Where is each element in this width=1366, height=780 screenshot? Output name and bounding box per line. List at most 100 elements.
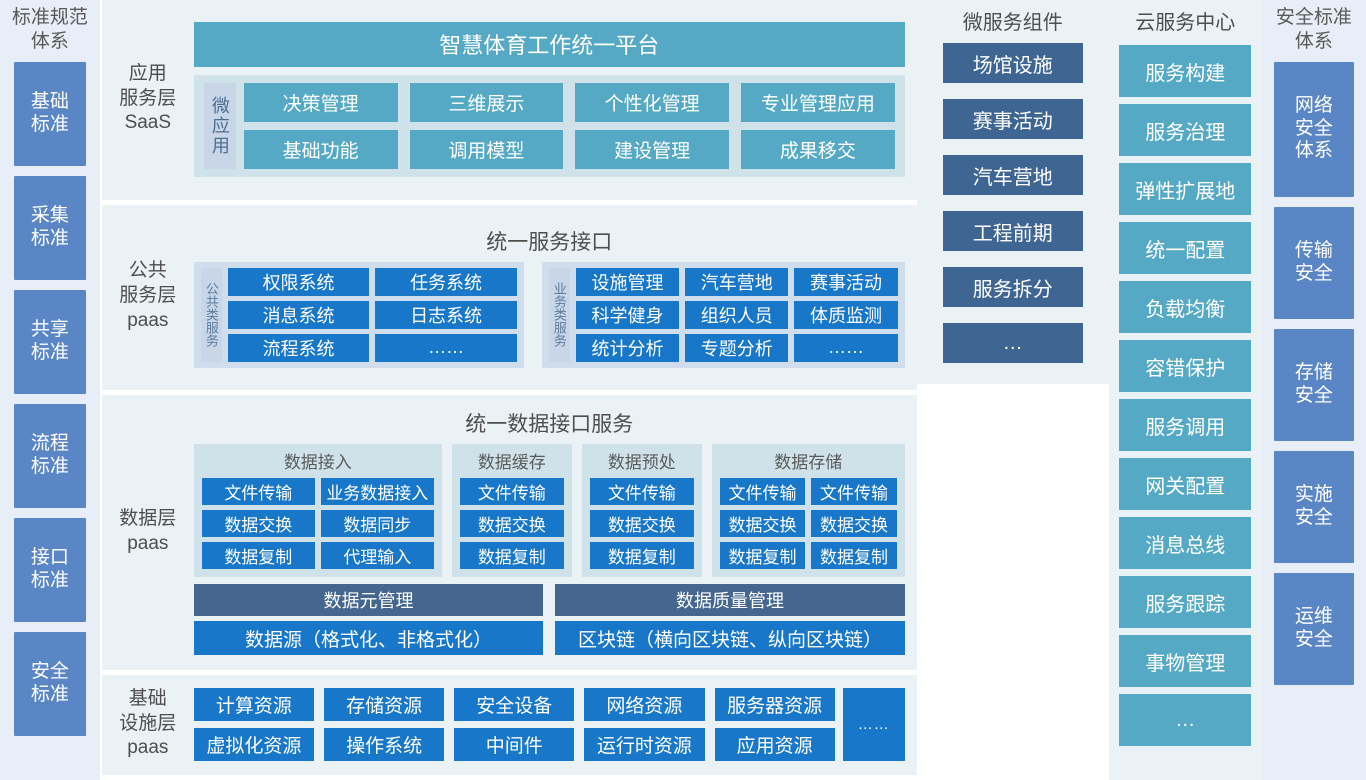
data-preprocess-title: 数据预处 [607,453,676,472]
data-storage-data-exchange-2[interactable]: 数据交换 [811,510,897,537]
cloud-service-center-column: 云服务中心 服务构建 服务治理 弹性扩展地 统一配置 负载均衡 容错保护 服务调… [1108,0,1262,780]
label-line1: 安全 [30,660,69,682]
data-storage-file-transfer-2[interactable]: 文件传输 [811,478,897,505]
cloud-elastic-scaling[interactable]: 弹性扩展地 [1119,163,1252,215]
standard-item-collection[interactable]: 采集标准 [13,175,86,280]
cloud-service-governance[interactable]: 服务治理 [1119,104,1252,156]
cloud-load-balancing[interactable]: 负载均衡 [1119,281,1252,333]
standard-item-security[interactable]: 安全标准 [13,631,86,736]
data-access-file-transfer[interactable]: 文件传输 [201,478,315,505]
infra-server-resource[interactable]: 服务器资源 [714,687,835,721]
app-personalized-management[interactable]: 个性化管理 [575,82,729,122]
data-source-bar[interactable]: 数据源（格式化、非格式化） [193,621,544,655]
service-more-ellipsis[interactable]: …… [375,333,517,362]
service-business-more-ellipsis[interactable]: …… [794,333,898,362]
microservice-service-split[interactable]: 服务拆分 [942,267,1083,307]
label-line2: 安全 [1294,628,1333,650]
app-3d-display[interactable]: 三维展示 [409,82,564,122]
label-line1: 接口 [30,546,69,568]
data-preprocess-data-replication[interactable]: 数据复制 [589,542,694,569]
label-line2: 标准 [30,569,69,591]
data-access-data-replication[interactable]: 数据复制 [201,542,315,569]
infra-more-ellipsis[interactable]: …… [842,687,905,761]
data-access-data-sync[interactable]: 数据同步 [320,510,434,537]
app-basic-functions[interactable]: 基础功能 [243,129,398,169]
metadata-management-bar[interactable]: 数据元管理 [193,584,544,616]
service-facility-management[interactable]: 设施管理 [575,267,680,296]
data-storage-data-replication-1[interactable]: 数据复制 [719,542,806,569]
infra-virtualization-resource[interactable]: 虚拟化资源 [193,727,314,761]
infra-operating-system[interactable]: 操作系统 [323,727,445,761]
infra-storage-resource[interactable]: 存储资源 [323,687,445,721]
infrastructure-grid: 计算资源 存储资源 安全设备 网络资源 服务器资源 虚拟化资源 操作系统 中间件… [193,687,835,761]
data-preprocess-data-exchange[interactable]: 数据交换 [589,510,694,537]
standard-item-process[interactable]: 流程标准 [13,403,86,508]
infra-network-resource[interactable]: 网络资源 [584,687,705,721]
cloud-more-ellipsis[interactable]: … [1119,694,1252,746]
security-transmission[interactable]: 传输 安全 [1273,206,1354,319]
cloud-fault-tolerance[interactable]: 容错保护 [1119,340,1252,392]
service-physique-monitoring[interactable]: 体质监测 [794,300,898,329]
infra-application-resource[interactable]: 应用资源 [714,727,835,761]
infra-security-device[interactable]: 安全设备 [454,687,575,721]
app-model-invocation[interactable]: 调用模型 [409,129,564,169]
blockchain-bar[interactable]: 区块链（横向区块链、纵向区块链） [555,621,905,655]
cloud-unified-configuration[interactable]: 统一配置 [1119,222,1252,274]
app-professional-management[interactable]: 专业管理应用 [740,82,895,122]
data-layer-label: 数据层 paas [102,507,194,556]
cloud-message-bus[interactable]: 消息总线 [1119,517,1252,569]
cloud-transaction-management[interactable]: 事物管理 [1119,635,1252,687]
data-cache-file-transfer[interactable]: 文件传输 [459,478,564,505]
standard-item-sharing[interactable]: 共享标准 [13,289,86,394]
service-organization-personnel[interactable]: 组织人员 [685,300,789,329]
data-storage-grid: 文件传输 文件传输 数据交换 数据交换 数据复制 数据复制 [719,478,897,569]
label-line1: 运维 [1294,605,1333,627]
data-access-business-data[interactable]: 业务数据接入 [320,478,434,505]
label-line2: 标准 [30,683,69,705]
service-log-system[interactable]: 日志系统 [375,300,517,329]
standard-item-foundation[interactable]: 基础标准 [13,61,86,166]
data-storage-group: 数据存储 文件传输 文件传输 数据交换 数据交换 数据复制 数据复制 [711,444,905,577]
app-decision-management[interactable]: 决策管理 [243,82,398,122]
microservice-car-camp[interactable]: 汽车营地 [942,155,1083,195]
data-storage-data-replication-2[interactable]: 数据复制 [811,542,897,569]
cloud-service-construction[interactable]: 服务构建 [1119,45,1252,97]
standard-item-interface[interactable]: 接口标准 [13,517,86,622]
data-cache-data-exchange[interactable]: 数据交换 [459,510,564,537]
data-cache-data-replication[interactable]: 数据复制 [459,542,564,569]
service-thematic-analysis[interactable]: 专题分析 [685,333,789,362]
app-results-handover[interactable]: 成果移交 [740,129,895,169]
security-storage[interactable]: 存储 安全 [1273,328,1354,441]
data-storage-data-exchange-1[interactable]: 数据交换 [719,510,806,537]
service-process-system[interactable]: 流程系统 [227,333,370,362]
data-quality-management-bar[interactable]: 数据质量管理 [555,584,905,616]
infra-middleware[interactable]: 中间件 [454,727,575,761]
microservice-more-ellipsis[interactable]: … [942,323,1083,363]
microservice-event-activity[interactable]: 赛事活动 [942,99,1083,139]
data-access-data-exchange[interactable]: 数据交换 [201,510,315,537]
service-message-system[interactable]: 消息系统 [227,300,370,329]
cloud-service-invocation[interactable]: 服务调用 [1119,399,1252,451]
service-event-activity[interactable]: 赛事活动 [794,267,898,296]
security-network-system[interactable]: 网络 安全 体系 [1273,61,1354,197]
infra-compute-resource[interactable]: 计算资源 [193,687,314,721]
service-statistical-analysis[interactable]: 统计分析 [575,333,680,362]
infra-runtime-resource[interactable]: 运行时资源 [584,727,705,761]
app-construction-management[interactable]: 建设管理 [575,129,729,169]
label-line1: 基础 [30,90,69,112]
service-scientific-fitness[interactable]: 科学健身 [575,300,680,329]
microservice-project-preparation[interactable]: 工程前期 [942,211,1083,251]
left-standards-title: 标准规范 体系 [12,6,88,54]
cloud-gateway-configuration[interactable]: 网关配置 [1119,458,1252,510]
cloud-service-tracking[interactable]: 服务跟踪 [1119,576,1252,628]
microservice-venue-facility[interactable]: 场馆设施 [942,43,1083,83]
data-storage-file-transfer-1[interactable]: 文件传输 [719,478,806,505]
public-class-service-group: 公共类服务 权限系统 任务系统 消息系统 日志系统 流程系统 …… [193,261,524,368]
security-operations[interactable]: 运维 安全 [1273,572,1354,685]
data-preprocess-file-transfer[interactable]: 文件传输 [589,478,694,505]
security-implementation[interactable]: 实施 安全 [1273,450,1354,563]
service-car-camp[interactable]: 汽车营地 [685,267,789,296]
data-access-agent-input[interactable]: 代理输入 [320,542,434,569]
service-permission-system[interactable]: 权限系统 [227,267,370,296]
service-task-system[interactable]: 任务系统 [375,267,517,296]
